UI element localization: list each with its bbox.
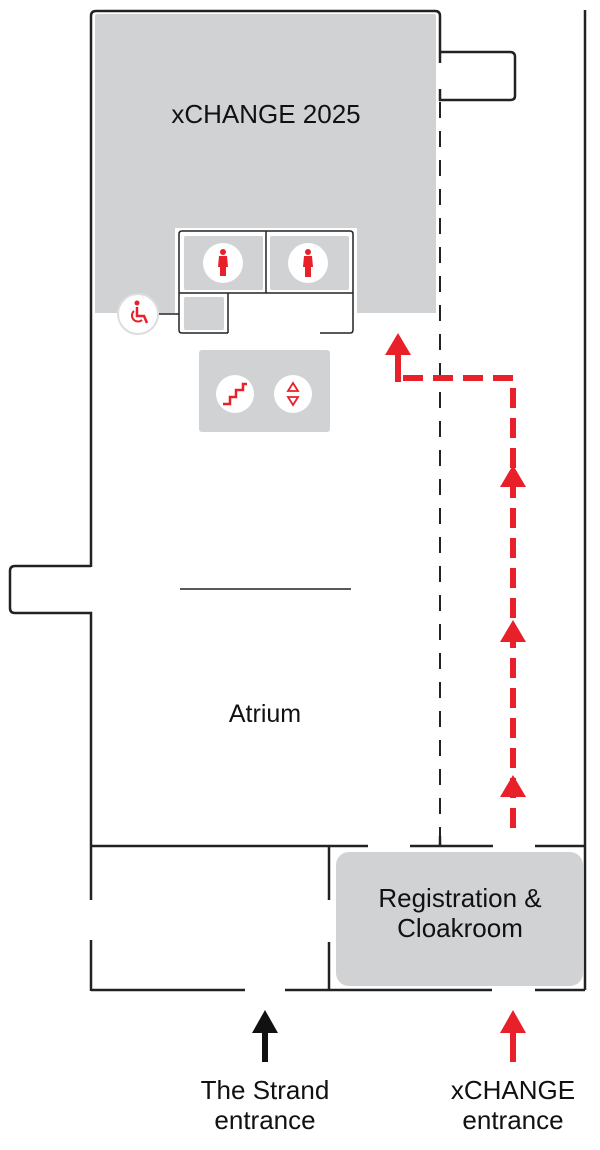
atrium-label: Atrium <box>228 700 302 728</box>
male-toilet-icon <box>288 243 328 283</box>
xchange-entrance-arrow-icon <box>500 1010 526 1062</box>
lift-icon <box>274 375 312 413</box>
accessible-toilet-icon <box>117 293 159 335</box>
outer-wall <box>89 9 442 567</box>
female-toilet-icon <box>203 243 243 283</box>
registration-cloakroom[interactable] <box>336 852 583 986</box>
outer-wall-left-bump <box>8 564 93 900</box>
main-hall-label: xCHANGE 2025 <box>171 99 361 129</box>
main-hall-area[interactable] <box>95 14 436 313</box>
xchange-entrance-label: xCHANGE entrance <box>450 1075 576 1135</box>
route-arrow-icon <box>385 333 526 797</box>
route-path <box>395 352 516 828</box>
strand-entrance-arrow-icon <box>252 1010 278 1062</box>
registration-label: Registration & Cloakroom <box>378 883 542 943</box>
outer-wall-right-bump <box>438 50 517 102</box>
bottom-rooms-walls <box>91 844 585 992</box>
strand-entrance-label: The Strand entrance <box>200 1075 330 1135</box>
accessible-toilet-room[interactable] <box>184 297 224 330</box>
stairs-icon <box>216 375 254 413</box>
